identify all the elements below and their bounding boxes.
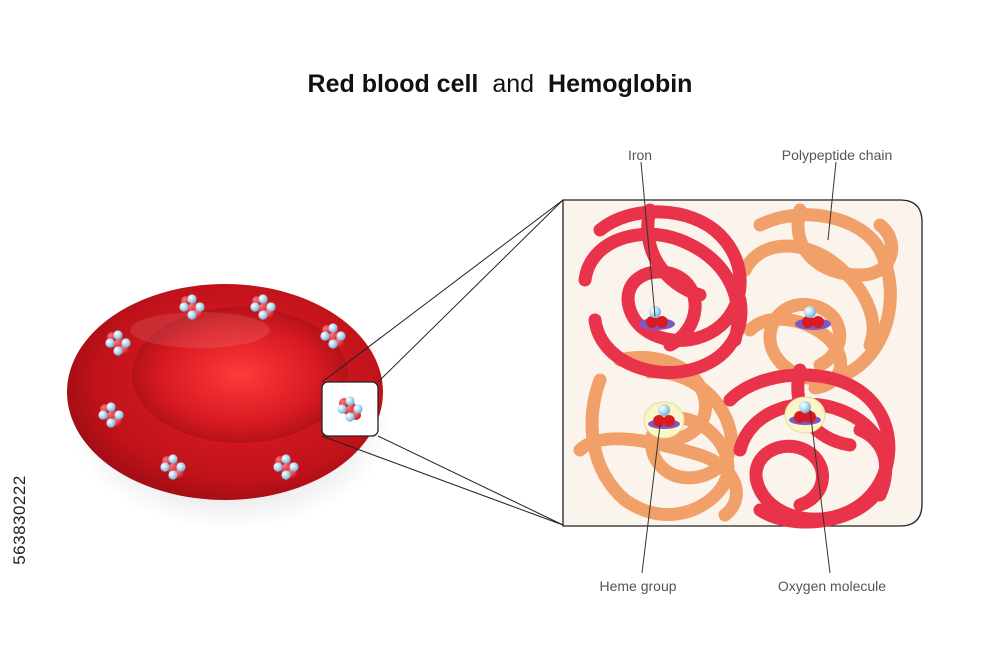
heme-group bbox=[643, 401, 685, 439]
polypeptide-chain-alpha-top-left bbox=[578, 203, 748, 380]
heme-group bbox=[795, 306, 831, 330]
iron-callout-line bbox=[640, 161, 656, 317]
polypeptide-chain-alpha-bottom-right bbox=[723, 363, 896, 529]
label-heme-group: Heme group bbox=[599, 578, 676, 594]
title-part-and: and bbox=[492, 70, 534, 98]
callout-lines bbox=[640, 161, 837, 574]
hemoglobin-molecule bbox=[573, 203, 899, 529]
image-id-watermark: 563830222 bbox=[10, 420, 30, 620]
zoom-connector bbox=[321, 199, 564, 526]
polypeptide-callout-line bbox=[827, 161, 837, 241]
cell-inner-dimple bbox=[132, 307, 348, 443]
label-iron: Iron bbox=[628, 147, 652, 163]
polypeptide-chain-beta-bottom-left bbox=[573, 350, 743, 522]
heme-callout-line bbox=[641, 424, 661, 574]
title-part-hemoglobin: Hemoglobin bbox=[548, 70, 692, 98]
heme-groups bbox=[639, 306, 831, 439]
heme-group bbox=[784, 396, 826, 434]
label-oxygen-molecule: Oxygen molecule bbox=[778, 578, 886, 594]
label-polypeptide-chain: Polypeptide chain bbox=[782, 147, 893, 163]
image-id-text: 563830222 bbox=[10, 475, 29, 565]
title-part-red-blood-cell: Red blood cell bbox=[308, 70, 479, 98]
oxygen-callout-line bbox=[809, 409, 831, 574]
diagram-title: Red blood cell and Hemoglobin bbox=[308, 70, 693, 98]
red-blood-cell bbox=[67, 284, 391, 529]
